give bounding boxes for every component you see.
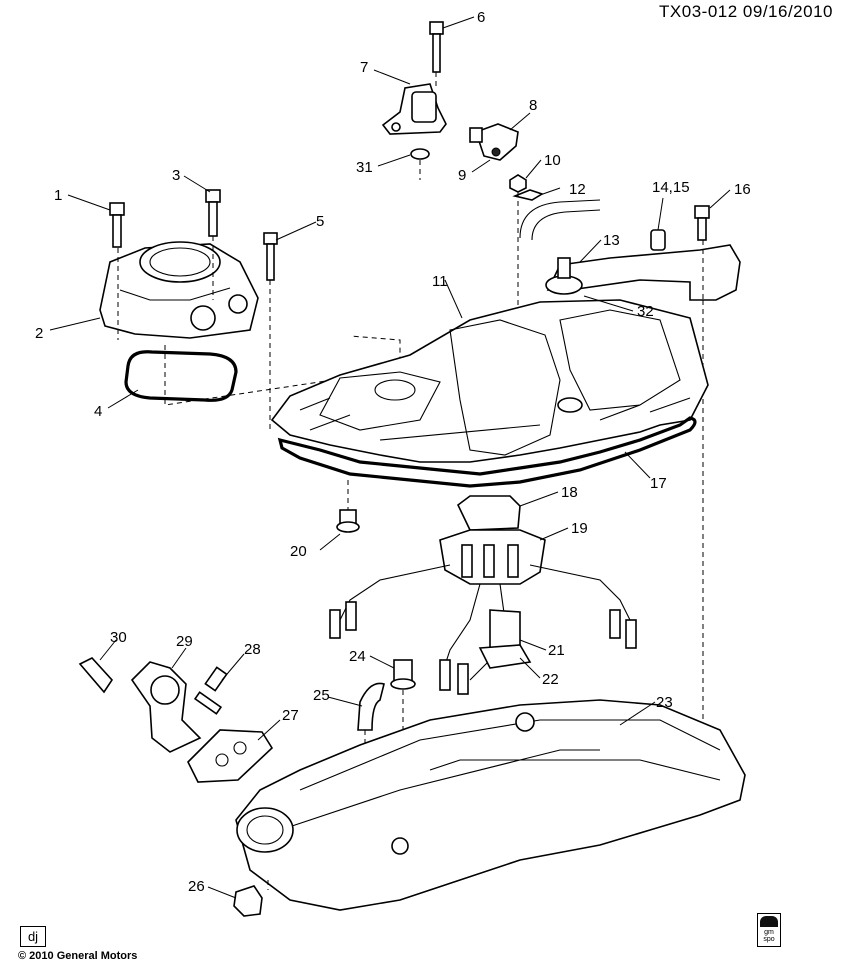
callout-5: 5 <box>316 213 324 230</box>
callout-32: 32 <box>637 303 654 320</box>
callout-3: 3 <box>172 167 180 184</box>
diagram-id: TX03-012 09/16/2010 <box>659 2 833 21</box>
callout-28: 28 <box>244 641 261 658</box>
callout-29: 29 <box>176 633 193 650</box>
pipe-24 <box>390 659 416 690</box>
manifold-gasket-17 <box>277 416 697 488</box>
view-code-box: dj <box>20 926 46 947</box>
callout-27: 27 <box>282 707 299 724</box>
injector-connectors <box>329 601 637 695</box>
callout-22: 22 <box>542 671 559 688</box>
callout-13: 13 <box>603 232 620 249</box>
lower-intake-manifold-23 <box>235 699 746 911</box>
fuel-rail-19 <box>439 529 546 585</box>
logo-text: gm spo <box>763 929 775 943</box>
callout-10: 10 <box>544 152 561 169</box>
throttle-body-2 <box>99 241 259 339</box>
fuel-pipe-13 <box>519 199 741 301</box>
solenoid-7 <box>381 83 447 135</box>
stud-5 <box>263 232 278 281</box>
callout-16: 16 <box>734 181 751 198</box>
callout-18: 18 <box>561 484 578 501</box>
callout-8: 8 <box>529 97 537 114</box>
nut-10 <box>509 174 527 193</box>
elbow-25 <box>357 682 385 731</box>
bolt-6 <box>429 21 444 73</box>
plug-26 <box>233 885 263 917</box>
callout-30: 30 <box>110 629 127 646</box>
bolt-16 <box>694 205 710 241</box>
bracket-22 <box>478 644 532 669</box>
fitting-14-15 <box>650 229 666 251</box>
callout-9: 9 <box>458 167 466 184</box>
connector-18 <box>456 495 521 531</box>
callout-14-15: 14,15 <box>652 179 690 196</box>
copyright-text: © 2010 General Motors <box>18 950 138 962</box>
callout-4: 4 <box>94 403 102 420</box>
gm-spo-logo: gm spo <box>757 913 781 947</box>
callout-1: 1 <box>54 187 62 204</box>
callout-7: 7 <box>360 59 368 76</box>
fitting-30 <box>78 657 114 694</box>
upper-intake-manifold-11 <box>270 299 709 463</box>
seal-31 <box>410 148 430 160</box>
plug-20 <box>336 509 360 533</box>
callout-24: 24 <box>349 648 366 665</box>
callout-12: 12 <box>569 181 586 198</box>
callout-6: 6 <box>477 9 485 26</box>
callout-11: 11 <box>432 273 448 290</box>
egr-gasket-27 <box>187 729 274 783</box>
bolt-28 <box>193 666 228 715</box>
callout-31: 31 <box>356 159 373 176</box>
callout-17: 17 <box>650 475 667 492</box>
callout-23: 23 <box>656 694 673 711</box>
logo-cap <box>760 916 778 927</box>
bolt-3 <box>205 189 221 237</box>
callout-2: 2 <box>35 325 43 342</box>
bolt-1 <box>109 202 125 248</box>
map-sensor-8 <box>469 123 519 161</box>
callout-19: 19 <box>571 520 588 537</box>
callout-21: 21 <box>548 642 565 659</box>
callout-26: 26 <box>188 878 205 895</box>
leader-lines <box>49 16 731 899</box>
egr-valve-29 <box>130 661 202 753</box>
callout-25: 25 <box>313 687 330 704</box>
throttle-body-gasket-4 <box>124 350 238 402</box>
callout-20: 20 <box>290 543 307 560</box>
